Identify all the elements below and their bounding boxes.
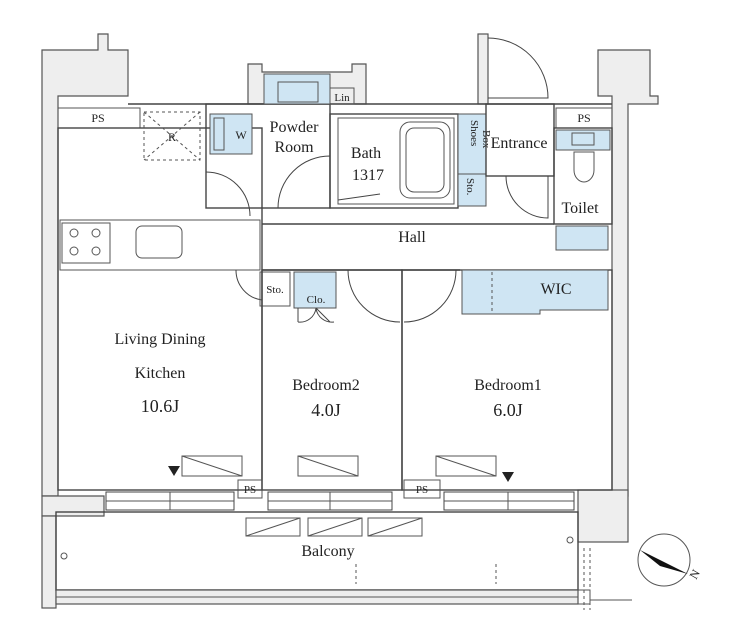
compass-needle-icon [640, 550, 688, 574]
washer-label: W [235, 128, 247, 142]
shoes-box [457, 113, 487, 175]
bath-size: 1317 [352, 167, 384, 184]
toilet-door-swing [505, 175, 549, 219]
bedroom1-window-sash [435, 455, 497, 477]
bedroom2-window-sash [297, 455, 359, 477]
ldk-window-sash [181, 455, 243, 477]
bedroom1-size: 6.0J [493, 400, 523, 420]
living-dining-kitchen-outline [57, 127, 263, 491]
bath-name: Bath [351, 145, 381, 162]
ldk-door-swing [235, 269, 263, 301]
compass: N [637, 533, 703, 587]
ldk-labels: Living Dining Kitchen 10.6J [114, 331, 205, 416]
bedroom2-door-swing [347, 269, 401, 323]
bath-inner [337, 117, 455, 205]
toilet-tank-counter [555, 129, 611, 151]
sliding-windows [105, 491, 575, 511]
refrigerator-label: R [168, 130, 176, 144]
entry-arrow-icon [502, 472, 514, 482]
powder-room-line2: Room [274, 139, 314, 156]
ps-label: PS [416, 484, 428, 496]
ldk-name-line2: Kitchen [135, 365, 186, 382]
vanity-linen: Lin [263, 73, 355, 105]
stove-burner-icon [69, 228, 79, 238]
stove-burner-icon [91, 246, 101, 256]
stove-burner-icon [69, 246, 79, 256]
stove-burner-icon [91, 228, 101, 238]
entry-arrow-icon [168, 466, 180, 476]
bathtub-icon [399, 121, 451, 199]
bedroom2-closet-label: Clo. [307, 294, 326, 306]
entrance-storage [457, 173, 487, 207]
toilet-bowl-icon [573, 151, 595, 183]
closet-door-swing [297, 307, 335, 323]
ldk-name-line1: Living Dining [114, 331, 205, 348]
ps-shaft-bottom-left [237, 479, 263, 499]
bedroom2-name: Bedroom2 [292, 377, 360, 394]
balcony-label: Balcony [301, 543, 354, 560]
hall-storage [259, 271, 291, 307]
ps-shaft-bottom-right [403, 479, 441, 499]
entrance-storage-label: Sto. [464, 178, 476, 196]
powder-inner-door-swing [277, 155, 331, 209]
refrigerator-space: R [143, 111, 201, 161]
bedroom1-name: Bedroom1 [474, 377, 542, 394]
bath-door [337, 193, 381, 201]
wic-shelf-top [555, 225, 609, 251]
bedroom2-closet [293, 271, 337, 309]
kitchen-sink-icon [135, 225, 183, 259]
linen-label: Lin [334, 92, 350, 104]
powder-room-line1: Powder [270, 119, 320, 136]
wic-space [461, 269, 609, 315]
powder-door-swing [205, 171, 251, 217]
hall-storage-label: Sto. [266, 284, 284, 296]
compass-north-label: N [686, 567, 703, 582]
wic-label: WIC [540, 281, 571, 298]
ps-label: PS [91, 111, 104, 125]
bedroom2-size: 4.0J [311, 400, 341, 420]
ldk-size: 10.6J [141, 396, 180, 416]
washer-space [209, 113, 253, 155]
shoes-box-line1: Shoes [468, 120, 480, 146]
outer-walls [41, 33, 659, 609]
ps-label: PS [244, 484, 256, 496]
kitchen-counter [59, 219, 261, 271]
balcony-ac-units [245, 517, 423, 537]
toilet-label: Toilet [561, 200, 599, 217]
entrance-label: Entrance [491, 135, 548, 152]
ps-label: PS [577, 111, 590, 125]
bedroom1-door-swing [403, 269, 457, 323]
toilet-outline [553, 127, 613, 225]
hall-label: Hall [398, 229, 426, 246]
entrance-door-swing [487, 37, 549, 99]
